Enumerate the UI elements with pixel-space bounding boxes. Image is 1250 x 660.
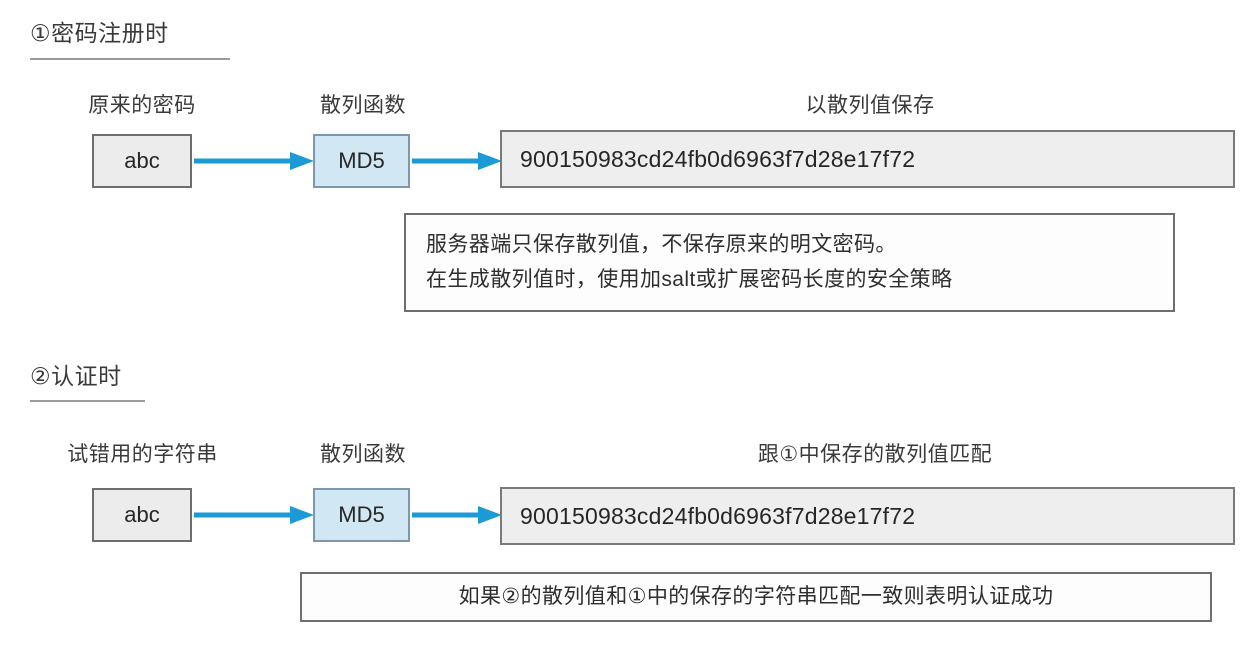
section-1-output-caption: 以散列值保存	[805, 94, 935, 117]
section-1-function-caption: 散列函数	[320, 94, 406, 117]
section-2-arrow-hashfn-to-output	[412, 503, 504, 527]
section-2-input-box: abc	[92, 488, 192, 542]
section-1-note-lines: 服务器端只保存散列值，不保存原来的明文密码。 在生成散列值时，使用加salt或扩…	[426, 229, 952, 296]
section-1-note-line-1: 服务器端只保存散列值，不保存原来的明文密码。	[426, 232, 897, 256]
section-2-heading-rule	[30, 400, 145, 402]
section-1-hash-function-box: MD5	[313, 134, 410, 188]
section-2-output-hash-box: 900150983cd24fb0d6963f7d28e17f72	[500, 487, 1235, 545]
section-1-input-box: abc	[92, 134, 192, 188]
section-2-arrow-input-to-hashfn	[194, 503, 316, 527]
section-2-hash-function-box: MD5	[313, 488, 410, 542]
section-2-input-caption: 试错用的字符串	[67, 443, 218, 466]
section-1-output-hash-box: 900150983cd24fb0d6963f7d28e17f72	[500, 130, 1235, 188]
section-1-input-caption: 原来的密码	[88, 94, 196, 117]
section-2-note-line-1: 如果②的散列值和①中的保存的字符串匹配一致则表明认证成功	[458, 584, 1054, 608]
section-1-note-line-2: 在生成散列值时，使用加salt或扩展密码长度的安全策略	[426, 267, 953, 291]
section-2-function-caption: 散列函数	[320, 443, 406, 466]
section-1-arrow-input-to-hashfn	[194, 149, 316, 173]
section-1-heading: ①密码注册时	[30, 20, 169, 46]
section-1-arrow-hashfn-to-output	[412, 149, 504, 173]
section-1-note-box: 服务器端只保存散列值，不保存原来的明文密码。 在生成散列值时，使用加salt或扩…	[404, 213, 1175, 312]
section-2-output-caption: 跟①中保存的散列值匹配	[757, 443, 993, 466]
section-2-heading: ②认证时	[30, 363, 122, 389]
section-2-note-box: 如果②的散列值和①中的保存的字符串匹配一致则表明认证成功	[300, 572, 1212, 622]
section-1-heading-rule	[30, 58, 230, 60]
